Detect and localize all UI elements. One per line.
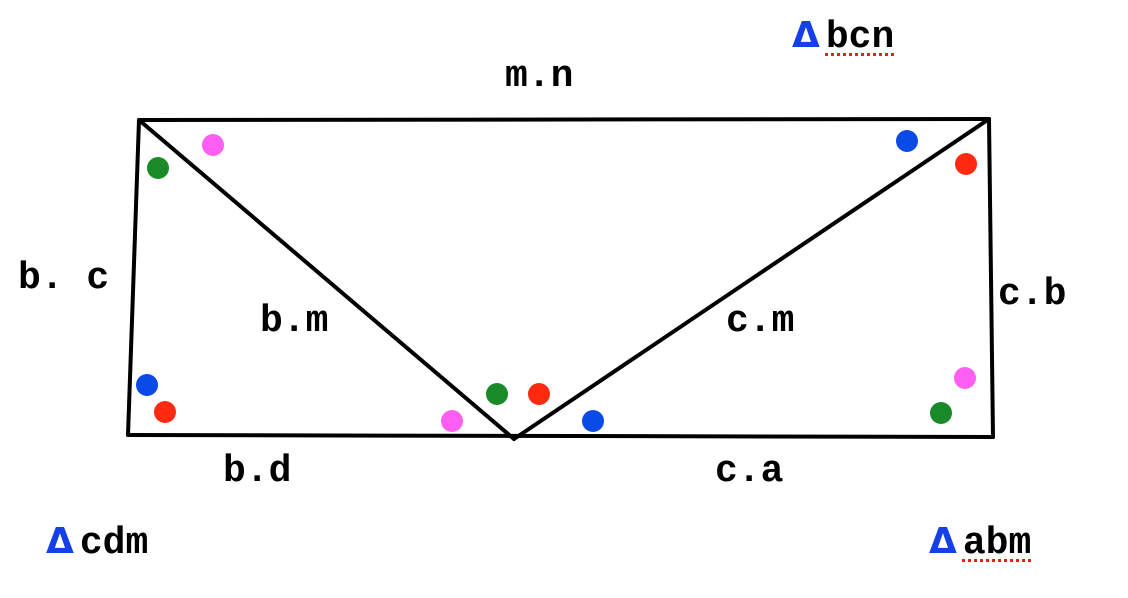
diagonal-right [512,117,991,441]
angle-dot-pink [954,367,976,389]
diagonal-left [137,118,516,441]
edge-left [126,118,141,437]
label-left-edge: b. c [18,257,110,300]
triangle-name: bcn [825,16,895,59]
delta-icon: Δ [792,15,820,56]
angle-dot-pink [441,410,463,432]
angle-dot-red [955,153,977,175]
delta-icon: Δ [46,521,74,562]
label-diagonal-right: c.m [726,300,795,343]
edge-right [987,117,995,439]
angle-dot-red [154,401,176,423]
triangle-name: cdm [79,522,149,565]
edge-top [137,117,991,122]
angle-dot-blue [896,130,918,152]
angle-dot-red [528,383,550,405]
angle-dot-blue [582,410,604,432]
angle-dot-green [486,383,508,405]
angle-dot-blue [136,374,158,396]
delta-icon: Δ [929,521,957,562]
label-diagonal-left: b.m [260,300,329,343]
angle-dot-pink [202,134,224,156]
label-top-edge: m.n [505,55,574,98]
angle-dot-green [930,402,952,424]
label-bottom-left-edge: b.d [223,450,292,493]
angle-dot-green [147,157,169,179]
label-bottom-right-edge: c.a [715,450,784,493]
edge-bottom [126,433,995,439]
triangle-name: abm [962,522,1032,565]
label-right-edge: c.b [998,273,1067,316]
